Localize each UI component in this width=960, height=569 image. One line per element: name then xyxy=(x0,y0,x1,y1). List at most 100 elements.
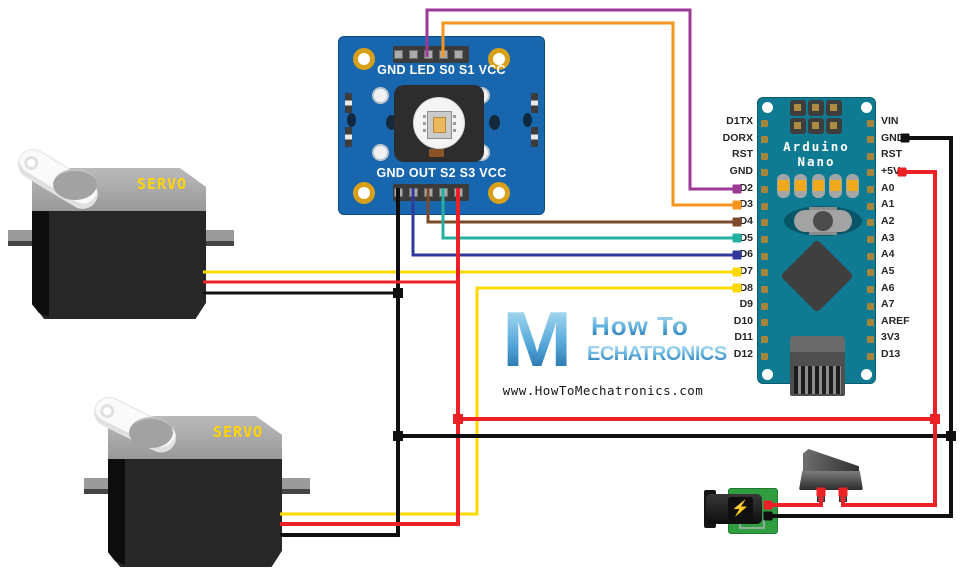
pin-pad xyxy=(761,286,768,293)
mounting-hole xyxy=(762,102,773,113)
sensor-chip xyxy=(427,111,452,139)
logo-how-to: How To xyxy=(591,311,689,341)
switch-lever xyxy=(803,449,859,473)
servo-label: SERVO xyxy=(136,175,188,193)
pin-pad xyxy=(867,219,874,227)
switch-base xyxy=(799,471,863,490)
logo-letter-m: M xyxy=(502,295,573,383)
pin-label-d8: D8 xyxy=(739,281,753,294)
mounting-hole xyxy=(353,182,375,204)
pin-label-3v3: 3V3 xyxy=(881,331,900,344)
pin-pad xyxy=(761,269,768,277)
switch-pin xyxy=(839,489,847,502)
resistor xyxy=(531,93,538,113)
sensor-bottom-header xyxy=(393,184,469,201)
chip-pins xyxy=(453,115,456,135)
logo-mechatronics: ECHATRONICS xyxy=(587,343,727,365)
oscillator-center xyxy=(813,211,833,231)
wire-terminal xyxy=(732,283,742,293)
pin-pad xyxy=(761,169,768,177)
pin-pad xyxy=(761,219,768,227)
pin-label-5v: +5V xyxy=(881,164,900,177)
pin-label-a0: A0 xyxy=(881,181,895,194)
pin-label-dorx: DORX xyxy=(722,131,753,144)
pin-label-rst: RST xyxy=(881,148,902,161)
wire-terminal xyxy=(732,217,742,227)
pin-label-d2: D2 xyxy=(739,181,753,194)
header-pin xyxy=(409,188,418,197)
header-pin xyxy=(424,188,433,197)
pin-label-d5: D5 xyxy=(739,231,753,244)
usb-port xyxy=(790,336,845,396)
pin-pad xyxy=(867,269,874,277)
mounting-hole xyxy=(762,369,773,380)
servo-hub xyxy=(53,169,97,200)
wire-terminal xyxy=(897,167,907,177)
header-pin xyxy=(409,50,418,59)
servo-side-panel xyxy=(108,459,125,565)
resistor xyxy=(531,127,538,147)
oscillator xyxy=(784,206,862,236)
wire-terminal xyxy=(900,133,910,143)
servo-body xyxy=(32,211,206,319)
logo-url: www.HowToMechatronics.com xyxy=(502,383,704,398)
header-pin xyxy=(439,188,448,197)
pin-pad xyxy=(867,169,874,177)
sensor-top-pin-labels: GND LED S0 S1 VCC xyxy=(377,63,506,77)
color-sensor-module: GND LED S0 S1 VCC GND OUT S2 S3 VCC xyxy=(338,36,545,215)
pin-pad xyxy=(761,319,768,327)
mounting-hole xyxy=(861,369,872,380)
servo-motor-1: SERVO xyxy=(8,143,234,323)
servo-side-panel xyxy=(32,211,49,317)
arduino-nano-board: Arduino Nano xyxy=(757,97,876,396)
capacitor xyxy=(828,174,842,198)
pin-label-a5: A5 xyxy=(881,264,895,277)
sensor-solder-pad xyxy=(429,149,444,157)
sensor-top-header xyxy=(393,46,469,63)
pin-label-d4: D4 xyxy=(739,214,753,227)
power-badge: ⚡ xyxy=(728,497,753,521)
pin-pad xyxy=(761,186,768,194)
wire-terminal xyxy=(732,200,742,210)
capacitor xyxy=(811,174,825,198)
servo-label: SERVO xyxy=(212,423,264,441)
header-pin xyxy=(424,50,433,59)
pin-label-gnd: GND xyxy=(881,131,905,144)
led xyxy=(372,87,389,104)
wire-terminal xyxy=(732,267,742,277)
resistor xyxy=(345,127,352,147)
pin-label-vin: VIN xyxy=(881,115,899,127)
pin-label-d9: D9 xyxy=(739,298,753,311)
pin-label-rst: RST xyxy=(732,148,753,161)
capacitor-row xyxy=(777,174,859,198)
pin-label-d10: D10 xyxy=(733,314,753,327)
sensor-bottom-pin-labels: GND OUT S2 S3 VCC xyxy=(376,166,507,180)
pin-label-a1: A1 xyxy=(881,198,895,211)
pin-pad xyxy=(867,352,874,360)
mounting-hole xyxy=(353,48,375,70)
pin-label-d7: D7 xyxy=(739,264,753,277)
servo-mount-tab xyxy=(280,478,310,494)
pin-pad xyxy=(867,202,874,210)
icsp-header xyxy=(790,100,844,134)
battery-connector: ⚡ xyxy=(704,486,778,536)
pin-label-a2: A2 xyxy=(881,214,895,227)
header-pin xyxy=(394,50,403,59)
pin-pad xyxy=(867,319,874,327)
housing-tab xyxy=(386,115,397,130)
solder-junction xyxy=(393,288,403,298)
pin-pad xyxy=(761,152,768,160)
mounting-hole xyxy=(488,182,510,204)
header-pin xyxy=(454,188,463,197)
pin-pad xyxy=(761,302,768,310)
pin-label-d6: D6 xyxy=(739,248,753,261)
servo-hub xyxy=(129,417,173,448)
pin-label-a4: A4 xyxy=(881,248,895,261)
pin-pad xyxy=(867,186,874,194)
capacitor xyxy=(794,174,808,198)
mcu-chip xyxy=(780,239,854,313)
wire-terminal xyxy=(732,184,742,194)
resistor xyxy=(345,93,352,113)
board-hole xyxy=(523,113,532,127)
